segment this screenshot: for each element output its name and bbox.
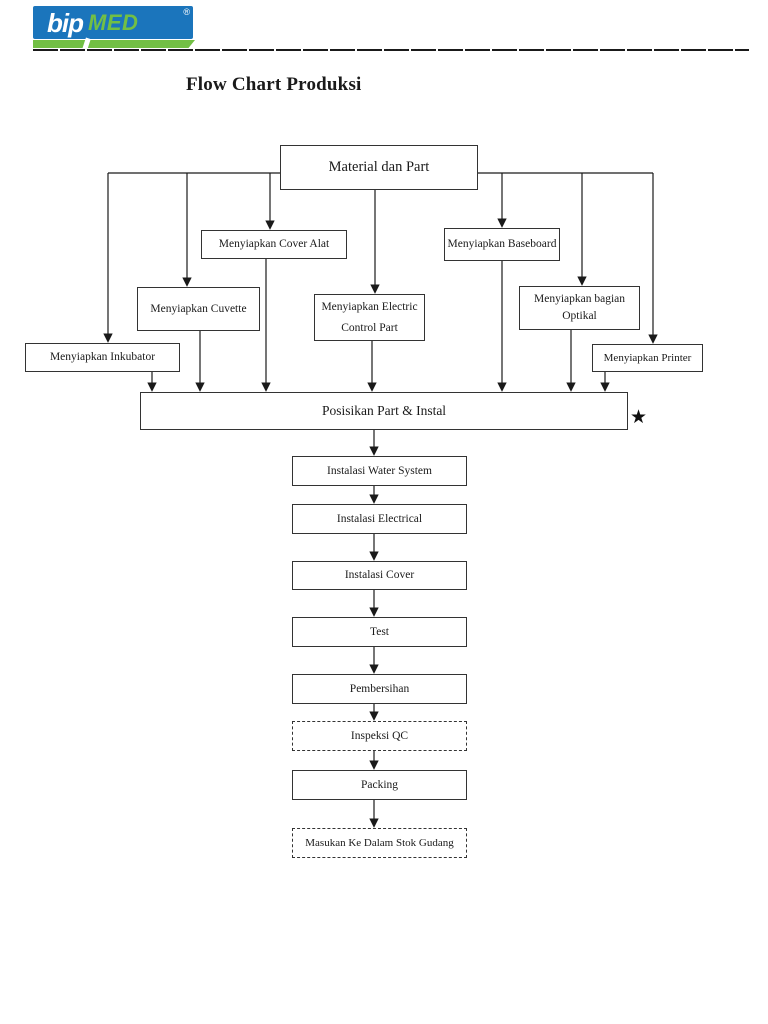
node-instalasi-water-system: Instalasi Water System [292,456,467,486]
node-pembersihan: Pembersihan [292,674,467,704]
bipmed-logo: bip MED ® [33,6,195,51]
node-instalasi-electrical: Instalasi Electrical [292,504,467,534]
node-inspeksi-qc: Inspeksi QC [292,721,467,751]
node-masukan-ke-dalam-stok-gudang: Masukan Ke Dalam Stok Gudang [292,828,467,858]
node-material-dan-part: Material dan Part [280,145,478,190]
star-icon: ★ [630,406,648,428]
node-menyiapkan-cover-alat: Menyiapkan Cover Alat [201,230,347,259]
logo-green-stripe [33,40,195,48]
node-menyiapkan-cuvette: Menyiapkan Cuvette [137,287,260,331]
node-menyiapkan-printer: Menyiapkan Printer [592,344,703,372]
node-packing: Packing [292,770,467,800]
node-menyiapkan-bagian-optikal: Menyiapkan bagian Optikal [519,286,640,330]
logo-med-text: MED [88,9,139,35]
node-test: Test [292,617,467,647]
node-instalasi-cover: Instalasi Cover [292,561,467,590]
node-menyiapkan-electric-control-part: Menyiapkan Electric Control Part [314,294,425,341]
header-divider-line [33,49,749,51]
page-title: Flow Chart Produksi [186,74,362,95]
node-posisikan-part-instal: Posisikan Part & Instal [140,392,628,430]
node-menyiapkan-baseboard: Menyiapkan Baseboard [444,228,560,261]
logo-bip-text: bip [47,7,84,38]
node-menyiapkan-inkubator: Menyiapkan Inkubator [25,343,180,372]
logo-blue-panel: bip MED ® [33,6,193,39]
registered-trademark-icon: ® [183,7,190,17]
